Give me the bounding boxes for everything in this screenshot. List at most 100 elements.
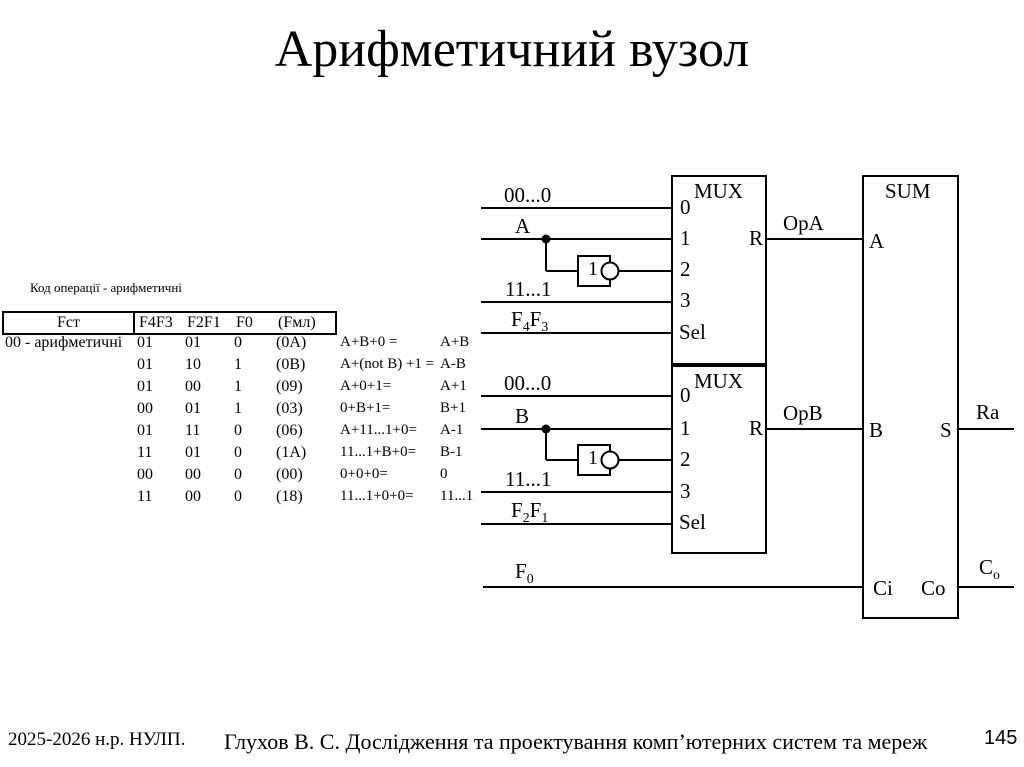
cell-code: (03) — [276, 400, 303, 417]
table-caption: Код операції - арифметичні — [30, 280, 182, 295]
label-opa: OpA — [783, 211, 824, 235]
slide-title: Арифметичний вузол — [274, 21, 750, 78]
row-group-label: 00 - арифметичні — [5, 334, 123, 351]
cell-f0: 0 — [234, 488, 242, 505]
cell-expr: A+(not B) +1 = — [340, 356, 435, 372]
label-a: A — [515, 214, 531, 238]
label-opb: OpB — [783, 401, 823, 425]
cell-expr: 0+0+0= — [340, 466, 388, 482]
cell-f0: 0 — [234, 466, 242, 483]
header-divider — [133, 313, 135, 333]
cell-f0: 1 — [234, 378, 242, 395]
inverter1-label: 1 — [588, 258, 598, 280]
cell-code: (18) — [276, 488, 303, 505]
table-row: 01 00 1 (09) A+0+1= A+1 — [2, 379, 482, 401]
inverter1-bubble-icon — [600, 261, 620, 281]
cell-f0: 1 — [234, 400, 242, 417]
label-f0: F0 — [515, 559, 534, 587]
table-row: 11 00 0 (18) 11...1+0+0= 11...1 — [2, 489, 482, 511]
cell-code: (0A) — [276, 334, 307, 351]
cell-code: (06) — [276, 422, 303, 439]
table-row: 01 11 0 (06) A+11...1+0= A-1 — [2, 423, 482, 445]
cell-code: (00) — [276, 466, 303, 483]
cell-f21: 01 — [185, 400, 201, 417]
label-f4f3: F4F3 — [511, 307, 549, 335]
table-header: Fст F4F3 F2F1 F0 (Fмл) — [2, 311, 337, 335]
label-ones2: 11...1 — [505, 467, 552, 491]
cell-f43: 11 — [137, 488, 153, 505]
mux1-sel: Sel — [679, 320, 706, 344]
footer-reference: Глухов В. С. Дослідження та проектування… — [224, 729, 928, 754]
cell-f21: 00 — [185, 488, 201, 505]
mux2-out-r: R — [749, 416, 764, 440]
sum-in-b: B — [869, 418, 884, 442]
cell-result: A-B — [440, 356, 466, 372]
junction-dot-b-icon — [541, 424, 551, 434]
cell-f43: 01 — [137, 334, 153, 351]
cell-f21: 11 — [185, 422, 201, 439]
label-ra: Ra — [976, 400, 1000, 424]
cell-f43: 01 — [137, 422, 153, 439]
mux2-in2: 2 — [680, 447, 691, 471]
cell-expr: A+11...1+0= — [340, 422, 417, 438]
label-co-out: Co — [979, 555, 1000, 583]
sum-out-s: S — [940, 418, 952, 442]
header-f0: F0 — [236, 314, 253, 331]
mux1-title: MUX — [694, 179, 744, 203]
label-b: B — [515, 404, 530, 428]
cell-result: A-1 — [440, 422, 464, 438]
table-row: 00 - арифметичні 01 01 0 (0A) A+B+0 = A+… — [2, 335, 482, 357]
page-number: 145 — [984, 727, 1018, 749]
cell-result: B+1 — [440, 400, 466, 416]
cell-f43: 00 — [137, 466, 153, 483]
cell-f21: 10 — [185, 356, 201, 373]
cell-f43: 00 — [137, 400, 153, 417]
inverter2-label: 1 — [588, 447, 598, 469]
cell-f43: 11 — [137, 444, 153, 461]
inverter2-bubble-icon — [600, 450, 620, 470]
header-f4f3: F4F3 — [139, 314, 173, 331]
header-fml: (Fмл) — [278, 314, 316, 331]
cell-result: 0 — [440, 466, 448, 482]
mux2-title: MUX — [694, 369, 744, 393]
mux2-in3: 3 — [680, 479, 691, 503]
cell-expr: 11...1+0+0= — [340, 488, 414, 504]
mux2-in1: 1 — [680, 416, 691, 440]
junction-dot-a-icon — [541, 234, 551, 244]
cell-f0: 0 — [234, 444, 242, 461]
cell-expr: A+B+0 = — [340, 334, 398, 350]
cell-expr: 0+B+1= — [340, 400, 391, 416]
cell-f43: 01 — [137, 378, 153, 395]
sum-in-ci: Ci — [873, 576, 893, 600]
cell-code: (09) — [276, 378, 303, 395]
sum-in-a: A — [869, 229, 885, 253]
mux1-in2: 2 — [680, 257, 691, 281]
mux2-sel: Sel — [679, 510, 706, 534]
table-row: 01 10 1 (0B) A+(not B) +1 = A-B — [2, 357, 482, 379]
sum-title: SUM — [885, 179, 931, 203]
cell-result: B-1 — [440, 444, 463, 460]
footer-year: 2025-2026 н.р. НУЛП. — [8, 729, 186, 750]
header-f2f1: F2F1 — [187, 314, 221, 331]
header-fst: Fст — [57, 314, 80, 331]
cell-f21: 00 — [185, 378, 201, 395]
cell-f0: 1 — [234, 356, 242, 373]
label-ones1: 11...1 — [505, 277, 552, 301]
cell-f0: 0 — [234, 422, 242, 439]
cell-expr: 11...1+B+0= — [340, 444, 417, 460]
mux1-in1: 1 — [680, 226, 691, 250]
cell-result: A+B — [440, 334, 470, 350]
label-zeros1: 00...0 — [504, 183, 552, 207]
table-row: 11 01 0 (1A) 11...1+B+0= B-1 — [2, 445, 482, 467]
cell-f43: 01 — [137, 356, 153, 373]
cell-expr: A+0+1= — [340, 378, 392, 394]
cell-f0: 0 — [234, 334, 242, 351]
sum-out-co: Co — [921, 576, 946, 600]
sum-box — [862, 175, 959, 619]
table-row: 00 00 0 (00) 0+0+0= 0 — [2, 467, 482, 489]
mux2-in0: 0 — [680, 383, 691, 407]
cell-result: 11...1 — [440, 488, 474, 504]
mux1-in0: 0 — [680, 195, 691, 219]
cell-f21: 00 — [185, 466, 201, 483]
